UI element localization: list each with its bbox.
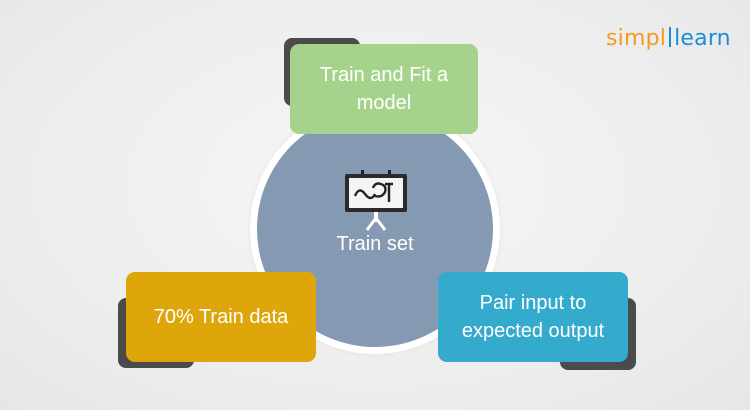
center-label: Train set xyxy=(336,233,414,255)
logo-text-part2: learn xyxy=(674,26,731,51)
simplilearn-logo: simpl learn xyxy=(606,26,731,51)
logo-divider xyxy=(669,27,672,47)
logo-text-part1: simpl xyxy=(606,26,667,51)
left-card-label: 70% Train data xyxy=(153,306,289,328)
right-card: Pair input to expected output xyxy=(438,272,628,362)
presentation-board-icon xyxy=(345,170,407,231)
right-card-label: Pair input to expected output xyxy=(461,292,605,342)
top-card-label: Train and Fit a model xyxy=(319,64,449,114)
top-card: Train and Fit a model xyxy=(290,44,478,134)
left-card: 70% Train data xyxy=(126,272,316,362)
